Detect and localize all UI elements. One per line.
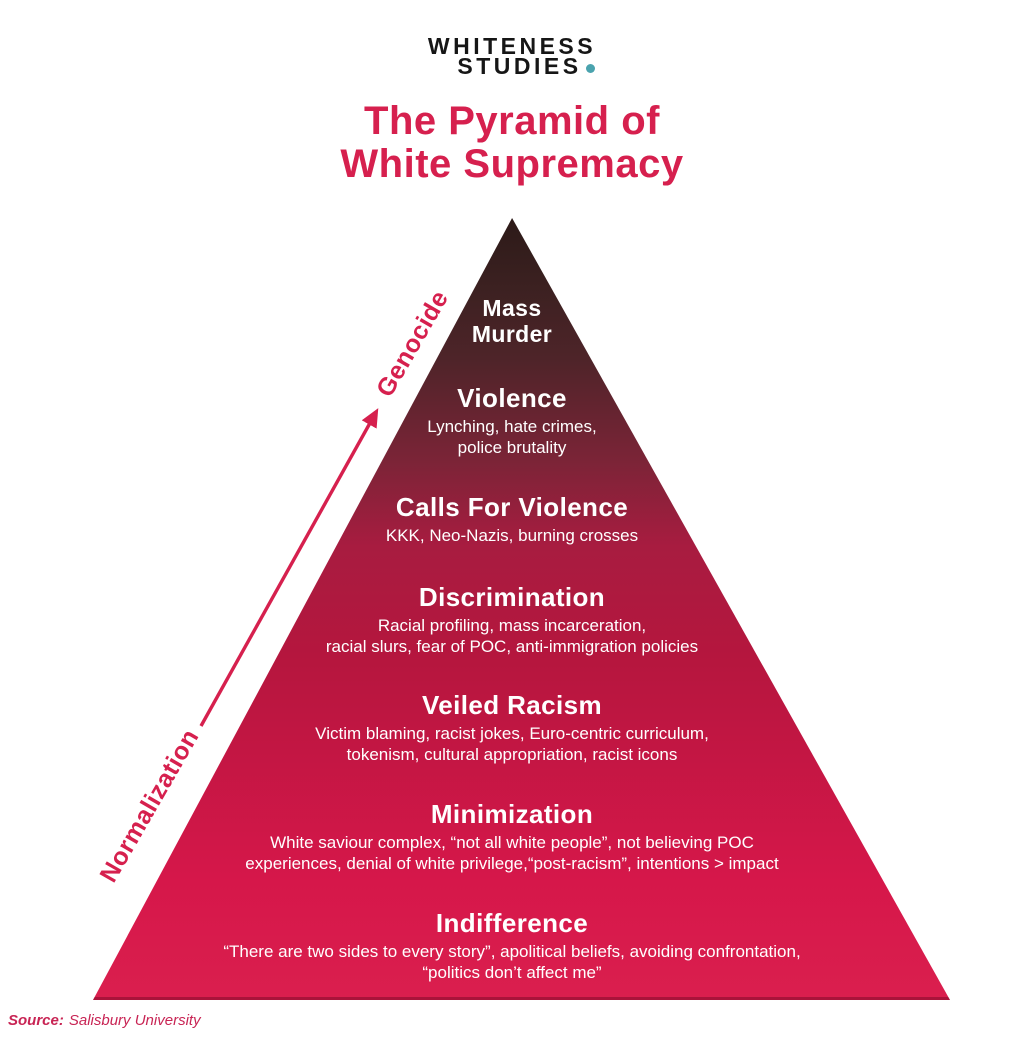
- source-label: Source:: [8, 1012, 64, 1029]
- logo-line1: WHITENESS: [427, 33, 597, 59]
- tier-title: Mass Murder: [471, 295, 553, 347]
- tier-description: “There are two sides to every story”, ap…: [223, 941, 801, 982]
- logo-line2: STUDIES: [14, 53, 1024, 79]
- logo-line2-text: STUDIES: [457, 53, 582, 79]
- tier-title: Violence: [457, 383, 567, 413]
- page-title-line2: White Supremacy: [340, 142, 684, 186]
- tier-description: Racial profiling, mass incarceration, ra…: [325, 615, 699, 656]
- tier-description: White saviour complex, “not all white pe…: [245, 832, 779, 873]
- tier-calls-for-violence: Calls For Violence KKK, Neo-Nazis, burni…: [0, 493, 1024, 546]
- tier-indifference: Indifference “There are two sides to eve…: [0, 909, 1024, 983]
- logo: WHITENESS STUDIES: [0, 33, 1024, 79]
- tier-minimization: Minimization White saviour complex, “not…: [0, 800, 1024, 874]
- page-title: The Pyramid of White Supremacy: [0, 100, 1024, 186]
- tier-mass-murder: Mass Murder: [0, 295, 1024, 348]
- tier-violence: Violence Lynching, hate crimes, police b…: [0, 384, 1024, 458]
- tier-description: Lynching, hate crimes, police brutality: [427, 416, 597, 457]
- tier-description: KKK, Neo-Nazis, burning crosses: [385, 525, 639, 545]
- tier-title: Discrimination: [418, 582, 606, 612]
- tier-discrimination: Discrimination Racial profiling, mass in…: [0, 583, 1024, 657]
- tier-description: Victim blaming, racist jokes, Euro-centr…: [315, 723, 709, 764]
- tier-veiled-racism: Veiled Racism Victim blaming, racist jok…: [0, 691, 1024, 765]
- tier-title: Veiled Racism: [421, 690, 603, 720]
- logo-dot-icon: [585, 64, 595, 73]
- source-text: Salisbury University: [68, 1012, 201, 1029]
- tier-title: Minimization: [430, 799, 594, 829]
- page-title-line1: The Pyramid of: [364, 99, 660, 143]
- tier-title: Calls For Violence: [395, 492, 629, 522]
- source-line: Source:Salisbury University: [8, 1012, 201, 1029]
- tier-title: Indifference: [435, 908, 589, 938]
